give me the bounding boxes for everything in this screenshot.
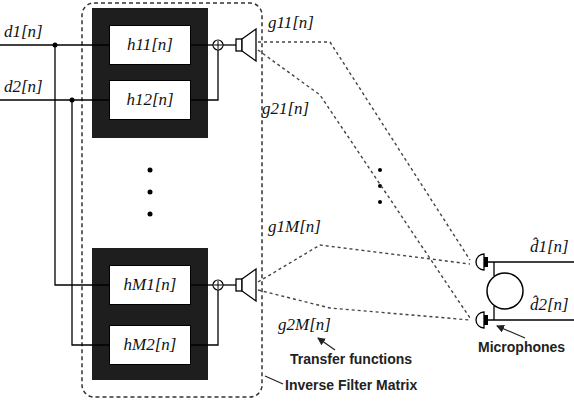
wire — [223, 44, 236, 45]
ellipsis-dot — [378, 200, 382, 204]
sum-node — [213, 280, 223, 290]
sum-node — [213, 40, 223, 290]
matrix-outline — [82, 3, 262, 397]
junction-dot — [70, 98, 75, 103]
wire — [191, 290, 218, 345]
leader-line — [497, 326, 525, 338]
output-wire — [486, 319, 574, 320]
filter-frame — [92, 8, 208, 138]
loudspeaker — [242, 29, 256, 61]
wire — [55, 45, 109, 285]
ellipsis-dot — [378, 168, 382, 172]
wire — [72, 100, 109, 345]
transfer-function-name: g1M[n] — [268, 218, 321, 237]
filter-name: hM2[n] — [124, 335, 177, 355]
microphone-symbol — [476, 312, 484, 328]
ellipsis-dot — [148, 212, 153, 217]
transfer-function-name: g21[n] — [262, 100, 309, 119]
transfer-function-name: g11[n] — [268, 14, 314, 33]
ellipsis-dot — [148, 168, 153, 173]
transfer-function-name: g2M[n] — [278, 316, 331, 335]
callout-label: Inverse Filter Matrix — [285, 378, 417, 393]
microphone-symbol — [484, 315, 488, 325]
microphone-symbol — [476, 254, 484, 270]
wire — [191, 50, 218, 100]
wire — [223, 284, 236, 285]
leader-line — [318, 338, 335, 350]
head-outline — [487, 273, 523, 309]
junction-dot — [53, 43, 58, 48]
loudspeaker — [236, 29, 256, 301]
signal-name: d1[n] — [4, 23, 43, 42]
filter-name: h11[n] — [127, 35, 173, 55]
filter-name: hM1[n] — [124, 275, 177, 295]
loudspeaker — [236, 39, 242, 51]
callout-label: Microphones — [478, 340, 565, 355]
dummy-head — [476, 254, 574, 328]
output-signal-name: d̂1[n] — [530, 238, 569, 257]
filter-box: h12[n] — [109, 80, 191, 120]
loudspeaker — [236, 279, 242, 291]
wire — [191, 284, 213, 285]
filter-box: hM2[n] — [109, 325, 191, 365]
acoustic-path — [258, 42, 470, 260]
output-wire — [486, 261, 574, 262]
sum-node — [214, 41, 222, 49]
filter-box: hM1[n] — [109, 265, 191, 305]
ellipsis-dot — [148, 190, 153, 195]
mic-stem — [493, 306, 494, 320]
filter-name: h12[n] — [126, 90, 173, 110]
microphone-symbol — [484, 257, 488, 267]
acoustic-path — [258, 50, 470, 318]
acoustic-path — [258, 42, 470, 320]
leader-line — [265, 376, 283, 384]
filter-box: h11[n] — [109, 25, 191, 65]
loudspeaker — [242, 269, 256, 301]
output-signal-name: d̂2[n] — [530, 296, 569, 315]
mic-stem — [493, 262, 494, 276]
ellipsis-dots — [148, 168, 383, 217]
callout-label: Transfer functions — [290, 352, 412, 367]
acoustic-path — [258, 245, 470, 282]
signal-name: d2[n] — [4, 78, 43, 97]
wires — [0, 45, 236, 345]
sum-node — [214, 281, 222, 289]
filter-frame — [92, 248, 208, 380]
sum-node — [213, 40, 223, 50]
wire — [191, 44, 213, 45]
